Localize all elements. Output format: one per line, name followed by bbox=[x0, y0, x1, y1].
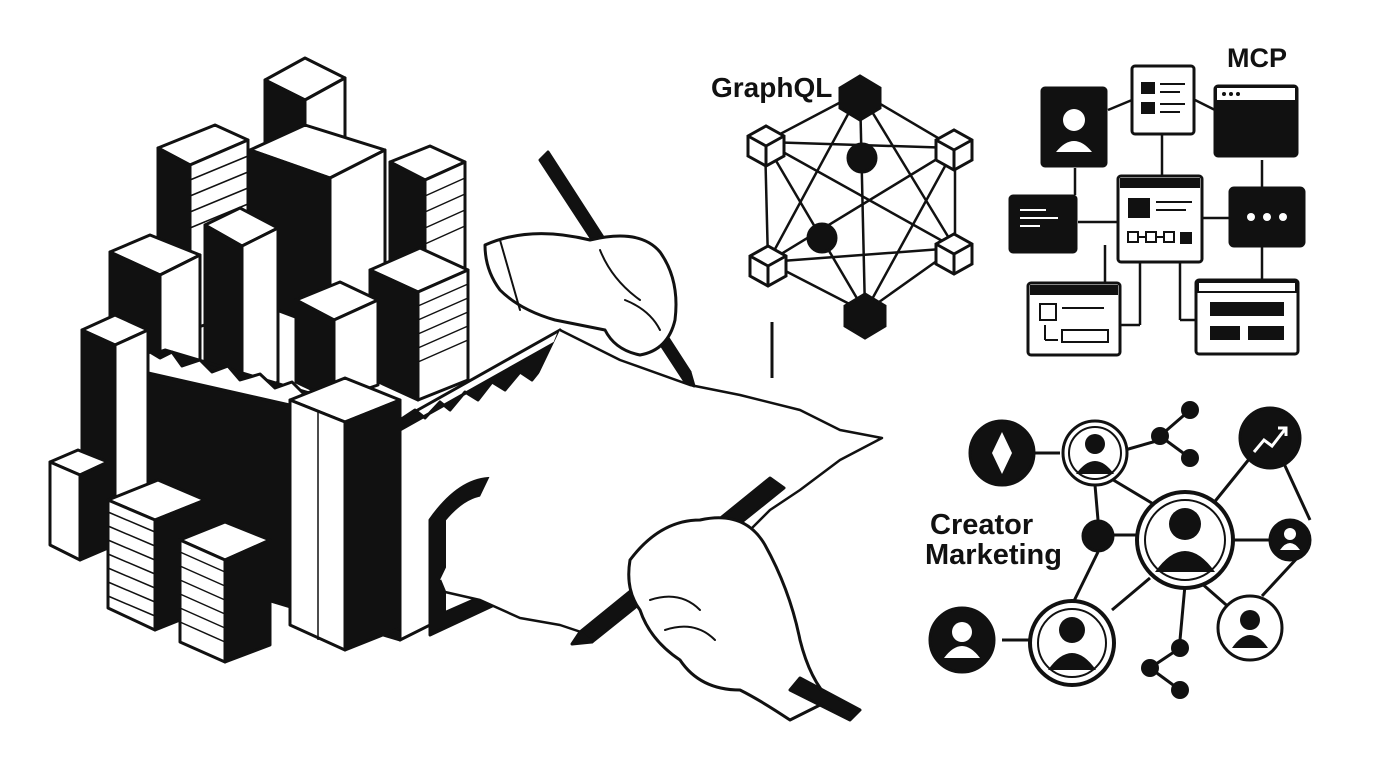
graph-node-bottom bbox=[843, 292, 887, 340]
graph-node-left bbox=[746, 124, 786, 168]
diamond-icon bbox=[968, 419, 1036, 487]
graph-node-bottom-left bbox=[748, 244, 788, 288]
user-icon bbox=[1028, 599, 1116, 687]
app-window-icon bbox=[1213, 84, 1299, 158]
share-icon bbox=[1151, 401, 1199, 467]
creator-label: Creator bbox=[930, 509, 1034, 541]
trending-up-icon bbox=[1238, 406, 1302, 470]
creator-network bbox=[928, 401, 1312, 699]
layout-window-icon bbox=[1194, 278, 1300, 356]
graph-node-top bbox=[838, 74, 882, 122]
pencil-hand-icon bbox=[483, 150, 696, 388]
mcp-diagram bbox=[1008, 64, 1306, 357]
user-card-icon bbox=[1040, 86, 1108, 168]
graph-node-bottom-right bbox=[934, 232, 974, 276]
blank-paper-sheet bbox=[438, 328, 884, 637]
user-icon bbox=[1061, 419, 1129, 487]
mcp-label: MCP bbox=[1227, 43, 1287, 73]
striped-tower-right bbox=[294, 246, 470, 402]
marketing-label: Marketing bbox=[925, 539, 1062, 571]
graphql-label: GraphQL bbox=[711, 72, 833, 103]
user-icon bbox=[1268, 518, 1312, 562]
gate-tower-left bbox=[288, 376, 402, 652]
form-window-icon bbox=[1026, 281, 1122, 357]
central-hub-window-icon bbox=[1116, 174, 1204, 264]
share-icon bbox=[1141, 639, 1189, 699]
pen-hand-icon bbox=[570, 476, 862, 722]
graph-node-right bbox=[934, 128, 974, 172]
document-window-icon bbox=[1130, 64, 1196, 136]
more-dots-icon bbox=[1228, 186, 1306, 248]
graph-network-icon bbox=[746, 74, 974, 340]
paper-stack-right bbox=[178, 520, 272, 664]
central-user-icon bbox=[1135, 490, 1235, 590]
user-icon bbox=[1216, 594, 1284, 662]
junction-dot bbox=[1081, 519, 1115, 553]
user-icon bbox=[928, 606, 996, 674]
terminal-window-icon bbox=[1008, 194, 1078, 254]
wall-tower-far-left bbox=[48, 313, 150, 562]
